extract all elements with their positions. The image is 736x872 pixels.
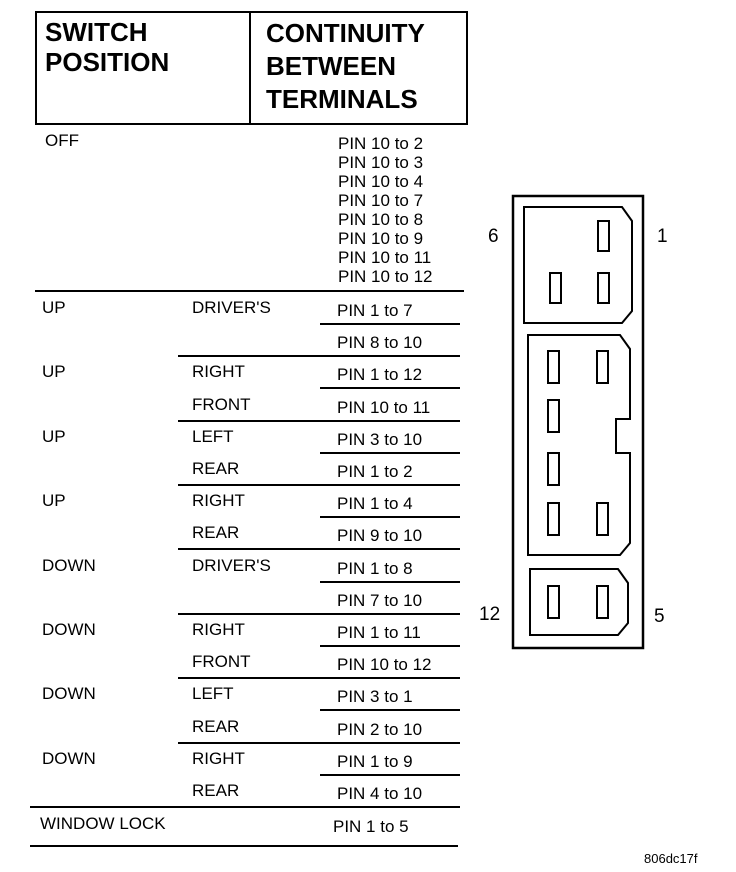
continuity-pin-cell: PIN 1 to 2 [337, 462, 413, 481]
pin-underline [320, 451, 460, 454]
group-separator [178, 548, 460, 551]
window-side-cell: DRIVER'S [192, 298, 271, 317]
connector-outline [511, 194, 645, 650]
pin-underline [320, 387, 460, 390]
continuity-pin-cell: PIN 3 to 1 [337, 687, 413, 707]
group-separator [178, 741, 460, 744]
pin-underline [320, 516, 460, 519]
terminal-slot [547, 350, 560, 384]
separator-off [35, 290, 464, 292]
off-pin-list: PIN 10 to 2 PIN 10 to 3 PIN 10 to 4 PIN … [338, 134, 433, 286]
window-side-cell: RIGHT [192, 748, 245, 768]
pin-underline [320, 580, 460, 583]
header-divider [249, 11, 251, 123]
continuity-pin-cell: PIN 7 to 10 [337, 590, 423, 610]
terminal-slot [547, 399, 560, 433]
terminal-slot [597, 272, 610, 304]
header-switch-position: SWITCH POSITION [45, 17, 169, 77]
header-switch-text: SWITCH [45, 17, 148, 47]
connector-cavity-top [523, 206, 633, 324]
pin-underline [320, 773, 460, 776]
terminal-label-6: 6 [488, 226, 499, 247]
window-lock-pin: PIN 1 to 5 [333, 817, 409, 836]
off-pin: PIN 10 to 3 [338, 153, 424, 172]
continuity-pin-cell: PIN 3 to 10 [337, 429, 423, 449]
off-pin: PIN 10 to 2 [338, 134, 424, 153]
header-box [35, 11, 468, 125]
window-side-cell: REAR [192, 781, 240, 800]
continuity-pin-cell: PIN 8 to 10 [337, 333, 423, 353]
connector-cavity-middle [527, 334, 631, 556]
switch-position-cell: UP [42, 426, 66, 446]
switch-position-cell: UP [42, 362, 66, 382]
window-side-cell: DRIVER'S [192, 555, 271, 575]
group-separator [178, 419, 460, 422]
window-side-cell: FRONT [192, 652, 251, 672]
continuity-pin-cell: PIN 1 to 11 [337, 623, 421, 642]
pin-underline [320, 323, 460, 325]
group-separator [178, 612, 460, 615]
off-pin: PIN 10 to 9 [338, 229, 424, 248]
switch-position-cell: UP [42, 298, 66, 317]
window-side-cell: RIGHT [192, 491, 245, 511]
switch-position-cell: DOWN [42, 555, 96, 575]
switch-position-cell: DOWN [42, 620, 96, 639]
window-side-cell: REAR [192, 716, 240, 736]
terminal-slot [547, 452, 560, 486]
off-pin: PIN 10 to 11 [338, 248, 432, 267]
off-pin: PIN 10 to 8 [338, 210, 424, 229]
connector-diagram [511, 194, 645, 650]
header-continuity-text: CONTINUITY [266, 18, 425, 48]
continuity-pin-cell: PIN 4 to 10 [337, 784, 423, 803]
window-lock-label: WINDOW LOCK [40, 814, 166, 833]
continuity-pin-cell: PIN 10 to 12 [337, 655, 432, 675]
group-separator [178, 484, 460, 486]
separator-bottom [30, 845, 458, 847]
header-between-text: BETWEEN [266, 51, 396, 81]
continuity-pin-cell: PIN 10 to 11 [337, 397, 431, 417]
terminal-slot [547, 585, 560, 619]
terminal-slot [547, 502, 560, 536]
terminal-label-12: 12 [479, 604, 501, 625]
off-pin: PIN 10 to 4 [338, 172, 424, 191]
window-side-cell: LEFT [192, 426, 234, 446]
terminal-slot [596, 585, 609, 619]
group-separator [178, 355, 460, 358]
terminal-slot [596, 350, 609, 384]
window-side-cell: FRONT [192, 394, 251, 414]
header-position-text: POSITION [45, 47, 170, 77]
terminal-label-1: 1 [657, 226, 668, 247]
terminal-slot [549, 272, 562, 304]
window-side-cell: REAR [192, 459, 240, 478]
continuity-pin-cell: PIN 1 to 9 [337, 751, 413, 771]
continuity-pin-cell: PIN 2 to 10 [337, 719, 423, 739]
continuity-pin-cell: PIN 1 to 7 [337, 301, 413, 320]
off-label: OFF [45, 131, 79, 150]
off-pin: PIN 10 to 12 [338, 267, 433, 286]
window-side-cell: REAR [192, 523, 240, 543]
connector-cavity-bottom [529, 568, 629, 636]
switch-position-cell: DOWN [42, 684, 96, 704]
terminal-label-5: 5 [654, 606, 665, 627]
continuity-pin-cell: PIN 1 to 12 [337, 365, 423, 385]
switch-position-cell: UP [42, 491, 66, 511]
terminal-slot [596, 502, 609, 536]
continuity-pin-cell: PIN 9 to 10 [337, 526, 423, 546]
window-side-cell: LEFT [192, 684, 234, 704]
pin-underline [320, 645, 460, 647]
header-continuity: CONTINUITY BETWEEN TERMINALS [266, 17, 425, 116]
terminal-slot [597, 220, 610, 252]
group-separator [178, 677, 460, 680]
switch-position-cell: DOWN [42, 748, 96, 768]
window-side-cell: RIGHT [192, 362, 245, 382]
window-side-cell: RIGHT [192, 620, 245, 639]
continuity-pin-cell: PIN 1 to 8 [337, 558, 413, 578]
figure-code: 806dc17f [644, 851, 698, 866]
separator-window-lock [30, 806, 458, 808]
header-terminals-text: TERMINALS [266, 84, 418, 114]
pin-underline [320, 709, 460, 712]
off-pin: PIN 10 to 7 [338, 191, 424, 210]
continuity-pin-cell: PIN 1 to 4 [337, 494, 413, 514]
